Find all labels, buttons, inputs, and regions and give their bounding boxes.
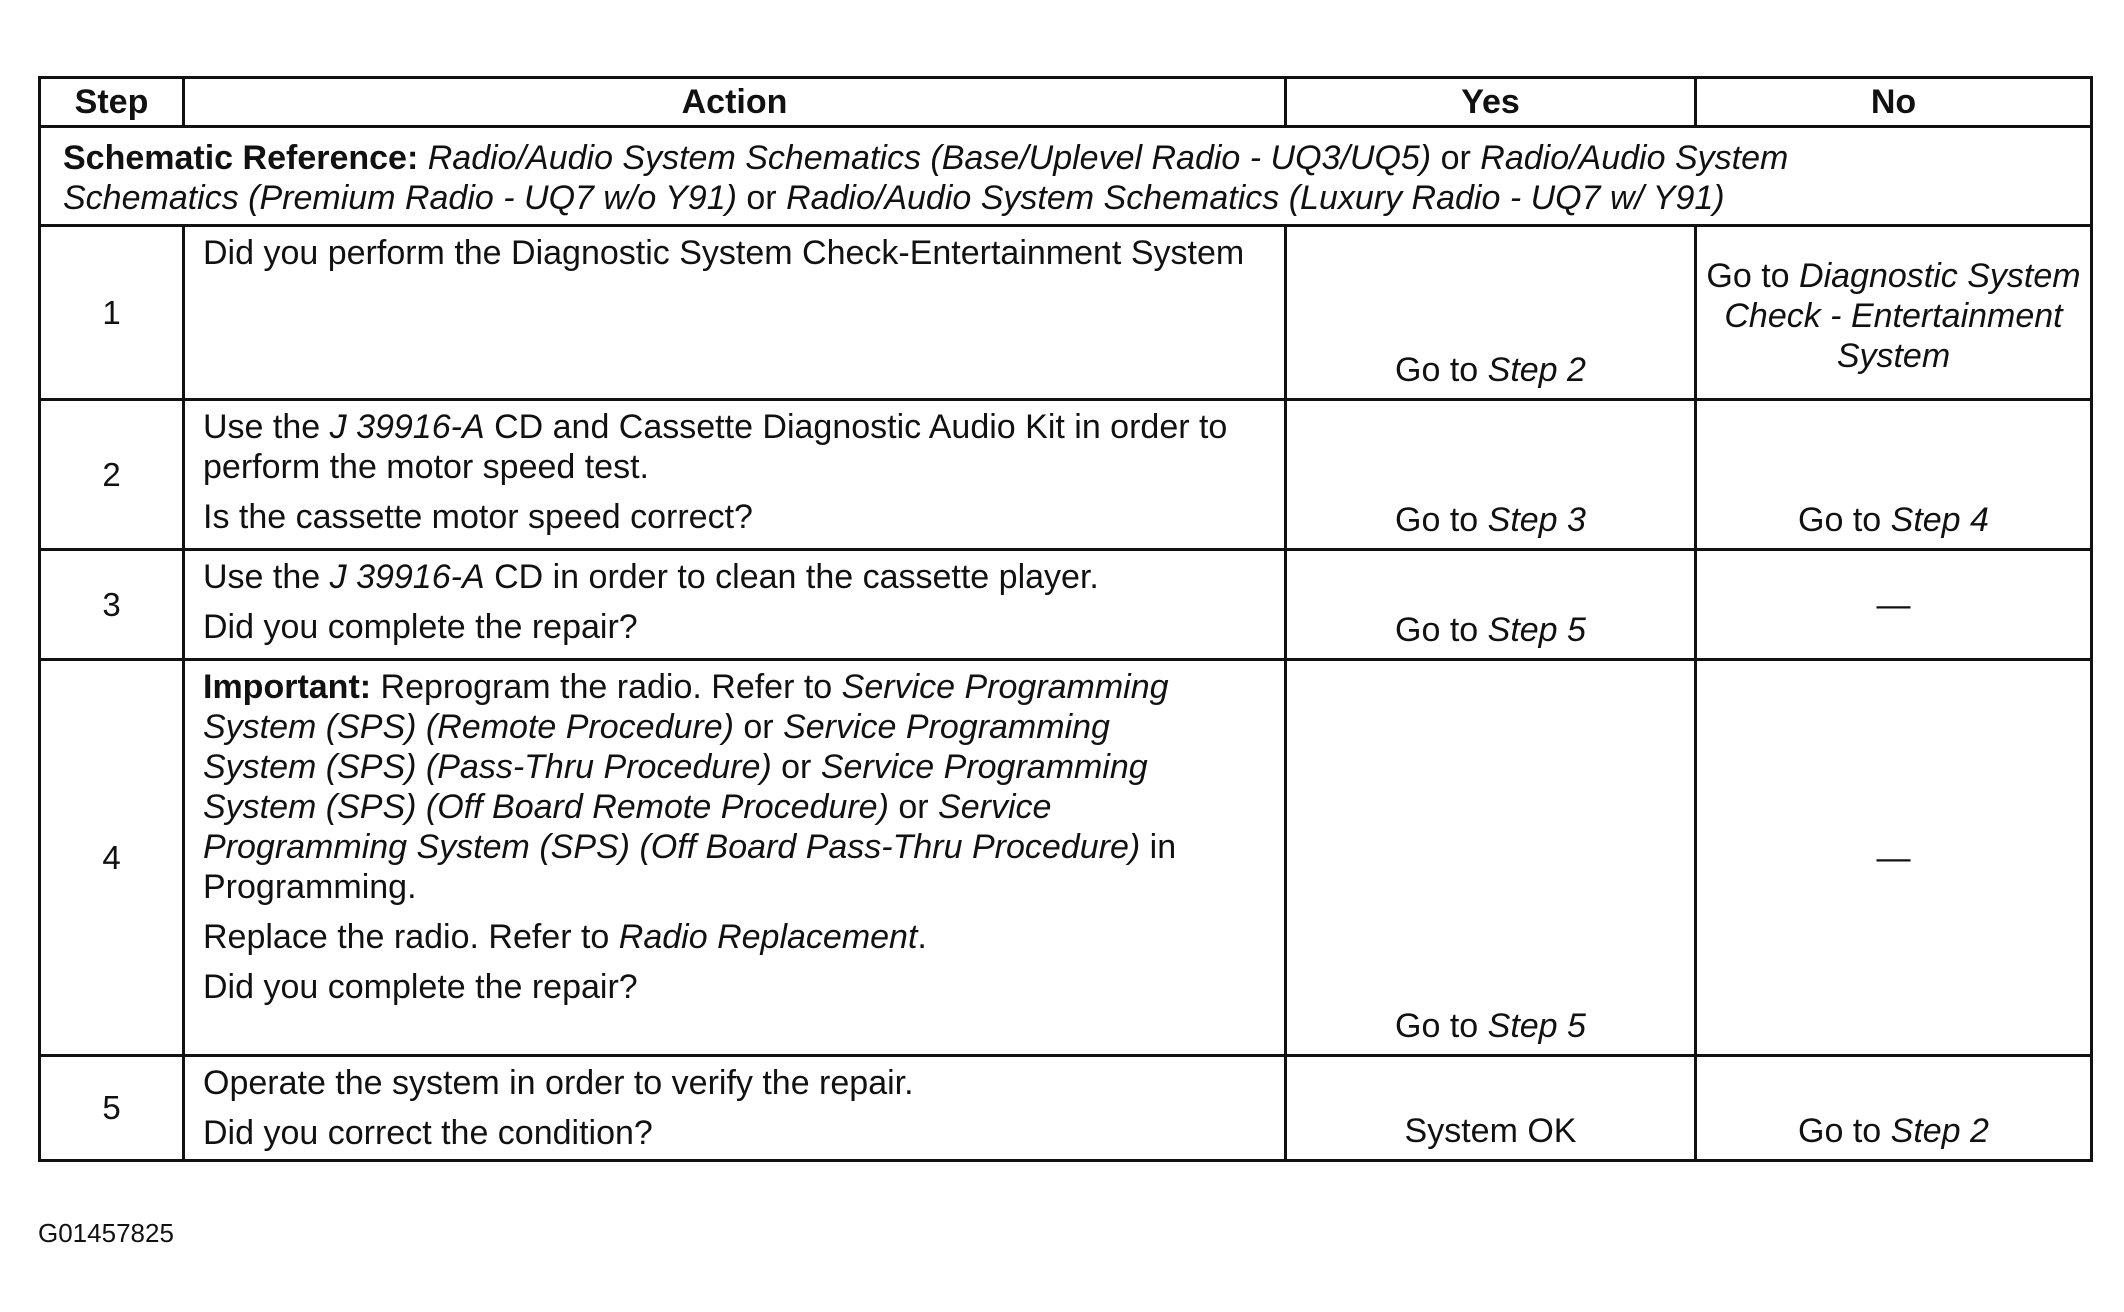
- table-header-row: Step Action Yes No: [38, 76, 2093, 128]
- table-row: 2 Use the J 39916-A CD and Cassette Diag…: [38, 398, 2093, 551]
- no-cell: Go to Step 2: [1694, 1054, 2093, 1162]
- radio-replacement-link[interactable]: Radio Replacement: [618, 918, 918, 956]
- header-yes: Yes: [1284, 76, 1697, 128]
- header-no: No: [1694, 76, 2093, 128]
- schematic-reference-cell: Schematic Reference: Radio/Audio System …: [38, 125, 2093, 227]
- action-cell: Operate the system in order to verify th…: [182, 1054, 1287, 1162]
- schematic-link-premium[interactable]: Radio/Audio System Schematics (Premium R…: [63, 139, 1789, 217]
- header-action: Action: [182, 76, 1287, 128]
- action-question: Is the cassette motor speed correct?: [203, 498, 753, 536]
- table-row: 3 Use the J 39916-A CD in order to clean…: [38, 548, 2093, 661]
- tool-reference: J 39916-A: [329, 408, 485, 446]
- action-cell: Did you perform the Diagnostic System Ch…: [182, 224, 1287, 401]
- step-number: 5: [38, 1054, 185, 1162]
- schematic-reference-label: Schematic Reference:: [63, 139, 419, 177]
- table-row: 5 Operate the system in order to verify …: [38, 1054, 2093, 1162]
- yes-prefix: Go to: [1395, 501, 1488, 539]
- yes-step-link[interactable]: Step 3: [1487, 501, 1586, 539]
- tool-reference: J 39916-A: [329, 558, 485, 596]
- action-text: Operate the system in order to verify th…: [203, 1064, 914, 1102]
- action-question: Did you correct the condition?: [203, 1114, 653, 1152]
- important-note: Important: Reprogram the radio. Refer to…: [203, 668, 1177, 906]
- no-dash: —: [1876, 585, 1911, 624]
- yes-step-link[interactable]: Step 5: [1487, 1007, 1586, 1045]
- sps-remote-link[interactable]: Service Programming System (SPS) (Remote…: [203, 668, 1169, 746]
- step-number: 1: [38, 224, 185, 401]
- sps-passthru-link[interactable]: Service Programming System (SPS) (Pass-T…: [203, 708, 1110, 786]
- replace-instruction: Replace the radio. Refer to Radio Replac…: [203, 918, 927, 956]
- no-cell: —: [1694, 548, 2093, 661]
- yes-cell: Go to Step 5: [1284, 548, 1697, 661]
- no-prefix: Go to: [1706, 256, 1800, 295]
- no-step-link[interactable]: Step 2: [1890, 1112, 1989, 1150]
- action-text: Did you perform the Diagnostic System Ch…: [203, 234, 1245, 272]
- yes-step-link[interactable]: Step 2: [1487, 351, 1586, 389]
- header-step: Step: [38, 76, 185, 128]
- yes-result: System OK: [1404, 1112, 1577, 1150]
- connector-text: or: [736, 179, 787, 217]
- connector-text: or: [1431, 139, 1481, 177]
- yes-cell: System OK: [1284, 1054, 1697, 1162]
- step-number: 3: [38, 548, 185, 661]
- yes-prefix: Go to: [1395, 1007, 1488, 1045]
- no-cell: Go to Diagnostic System Check - Entertai…: [1694, 224, 2093, 401]
- yes-prefix: Go to: [1395, 611, 1488, 649]
- table-row: 1 Did you perform the Diagnostic System …: [38, 224, 2093, 401]
- figure-id: G01457825: [38, 1218, 174, 1248]
- no-prefix: Go to: [1798, 1112, 1891, 1150]
- action-question: Did you complete the repair?: [203, 608, 638, 646]
- action-cell: Use the J 39916-A CD in order to clean t…: [182, 548, 1287, 661]
- no-prefix: Go to: [1798, 501, 1891, 539]
- yes-cell: Go to Step 5: [1284, 658, 1697, 1057]
- step-number: 2: [38, 398, 185, 551]
- no-cell: Go to Step 4: [1694, 398, 2093, 551]
- yes-cell: Go to Step 2: [1284, 224, 1697, 401]
- schematic-link-base[interactable]: Radio/Audio System Schematics (Base/Uple…: [427, 139, 1432, 177]
- action-text: Use the J 39916-A CD and Cassette Diagno…: [203, 408, 1228, 486]
- no-step-link[interactable]: Step 4: [1890, 501, 1989, 539]
- schematic-reference-row: Schematic Reference: Radio/Audio System …: [38, 125, 2093, 227]
- table-row: 4 Important: Reprogram the radio. Refer …: [38, 658, 2093, 1057]
- step-number: 4: [38, 658, 185, 1057]
- no-diagnostic-link[interactable]: Diagnostic System Check - Entertainment …: [1724, 256, 2081, 375]
- action-text: Use the J 39916-A CD in order to clean t…: [203, 558, 1099, 596]
- action-cell: Use the J 39916-A CD and Cassette Diagno…: [182, 398, 1287, 551]
- important-label: Important:: [203, 668, 372, 706]
- no-dash: —: [1876, 838, 1911, 877]
- sps-offboard-passthru-link[interactable]: Service Programming System (SPS) (Off Bo…: [203, 788, 1141, 866]
- diagnostic-table: Step Action Yes No Schematic Reference: …: [38, 76, 2093, 1162]
- yes-prefix: Go to: [1395, 351, 1488, 389]
- no-cell: —: [1694, 658, 2093, 1057]
- schematic-link-luxury[interactable]: Radio/Audio System Schematics (Luxury Ra…: [786, 179, 1725, 217]
- action-question: Did you complete the repair?: [203, 968, 638, 1006]
- yes-step-link[interactable]: Step 5: [1487, 611, 1586, 649]
- schematic-reference-text: Schematic Reference: Radio/Audio System …: [63, 138, 1833, 218]
- yes-cell: Go to Step 3: [1284, 398, 1697, 551]
- action-cell: Important: Reprogram the radio. Refer to…: [182, 658, 1287, 1057]
- sps-offboard-remote-link[interactable]: Service Programming System (SPS) (Off Bo…: [203, 748, 1148, 826]
